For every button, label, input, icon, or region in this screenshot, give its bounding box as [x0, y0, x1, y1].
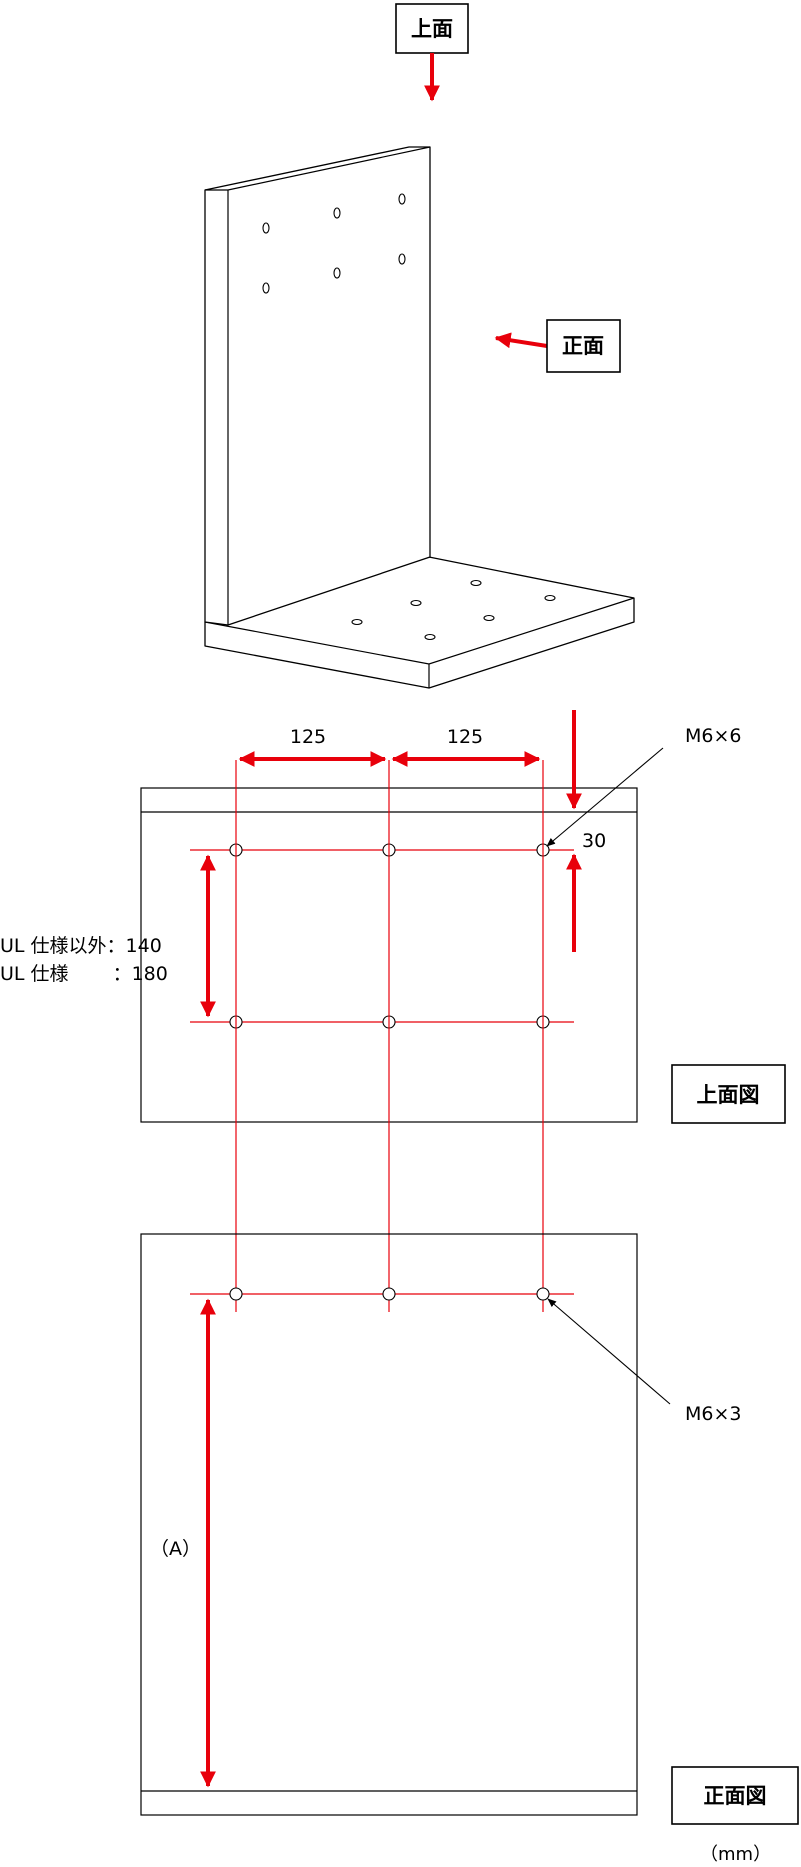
- front-direction-box: [546, 319, 621, 373]
- hole: [262, 222, 270, 234]
- isometric-bracket: [204, 146, 635, 689]
- front-view-title: 正面図: [704, 1784, 767, 1808]
- height-a-label: （A）: [150, 1538, 201, 1560]
- vertical-plate-holes: [262, 193, 406, 294]
- front-holes-leader: [547, 1298, 671, 1405]
- top-view-hole-grid: [190, 849, 574, 1023]
- hole: [262, 282, 270, 294]
- front-view: （A） M6×3 正面図: [140, 1233, 799, 1825]
- pitch-left-label: 125: [290, 726, 326, 748]
- hole: [229, 1287, 243, 1301]
- top-view-title-box: [671, 1064, 786, 1124]
- hole: [483, 614, 495, 622]
- top-direction-indicator: 上面: [395, 3, 469, 102]
- top-direction-label: 上面: [411, 17, 453, 41]
- front-direction-indicator: 正面: [494, 319, 621, 373]
- hole: [398, 193, 406, 205]
- front-direction-arrow: [494, 332, 548, 349]
- spacing-non-ul-label: UL 仕様以外：140: [0, 935, 162, 957]
- hole: [424, 633, 436, 641]
- edge-offset-label: 30: [582, 830, 606, 852]
- top-direction-box: [395, 3, 469, 54]
- hole: [382, 1287, 396, 1301]
- hole: [410, 599, 422, 607]
- top-holes-label: M6×6: [685, 725, 742, 747]
- front-view-outline: [140, 1233, 638, 1816]
- hole: [333, 207, 341, 219]
- height-a-dimension: （A）: [150, 1298, 216, 1788]
- projection-lines: [235, 760, 544, 1312]
- pitch-dimensions: 125 125: [238, 726, 541, 767]
- vertical-plate: [204, 146, 431, 626]
- front-holes-label: M6×3: [685, 1403, 742, 1425]
- row-spacing-dimension: UL 仕様以外：140 UL 仕様 ：180: [0, 854, 216, 1018]
- front-view-title-box: [671, 1766, 799, 1825]
- spacing-ul-label: UL 仕様 ：180: [0, 963, 168, 985]
- front-holes-callout: M6×3: [547, 1298, 742, 1425]
- hole: [536, 1287, 550, 1301]
- unit-label: （mm）: [700, 1844, 771, 1865]
- hole: [351, 618, 363, 626]
- top-holes-callout: M6×6: [546, 725, 742, 847]
- front-view-holes: [229, 1287, 550, 1301]
- base-plate-holes: [351, 579, 556, 641]
- top-view: 125 125 30 UL 仕様以外：140 UL 仕様 ：180 M6×6 上…: [0, 710, 786, 1124]
- hole: [333, 267, 341, 279]
- hole: [544, 594, 556, 602]
- edge-offset-dimension: 30: [566, 710, 606, 952]
- hole: [398, 253, 406, 265]
- hole: [470, 579, 482, 587]
- pitch-right-label: 125: [447, 726, 483, 748]
- top-view-title: 上面図: [697, 1083, 760, 1107]
- top-holes-leader: [546, 747, 664, 847]
- front-direction-label: 正面: [562, 334, 604, 358]
